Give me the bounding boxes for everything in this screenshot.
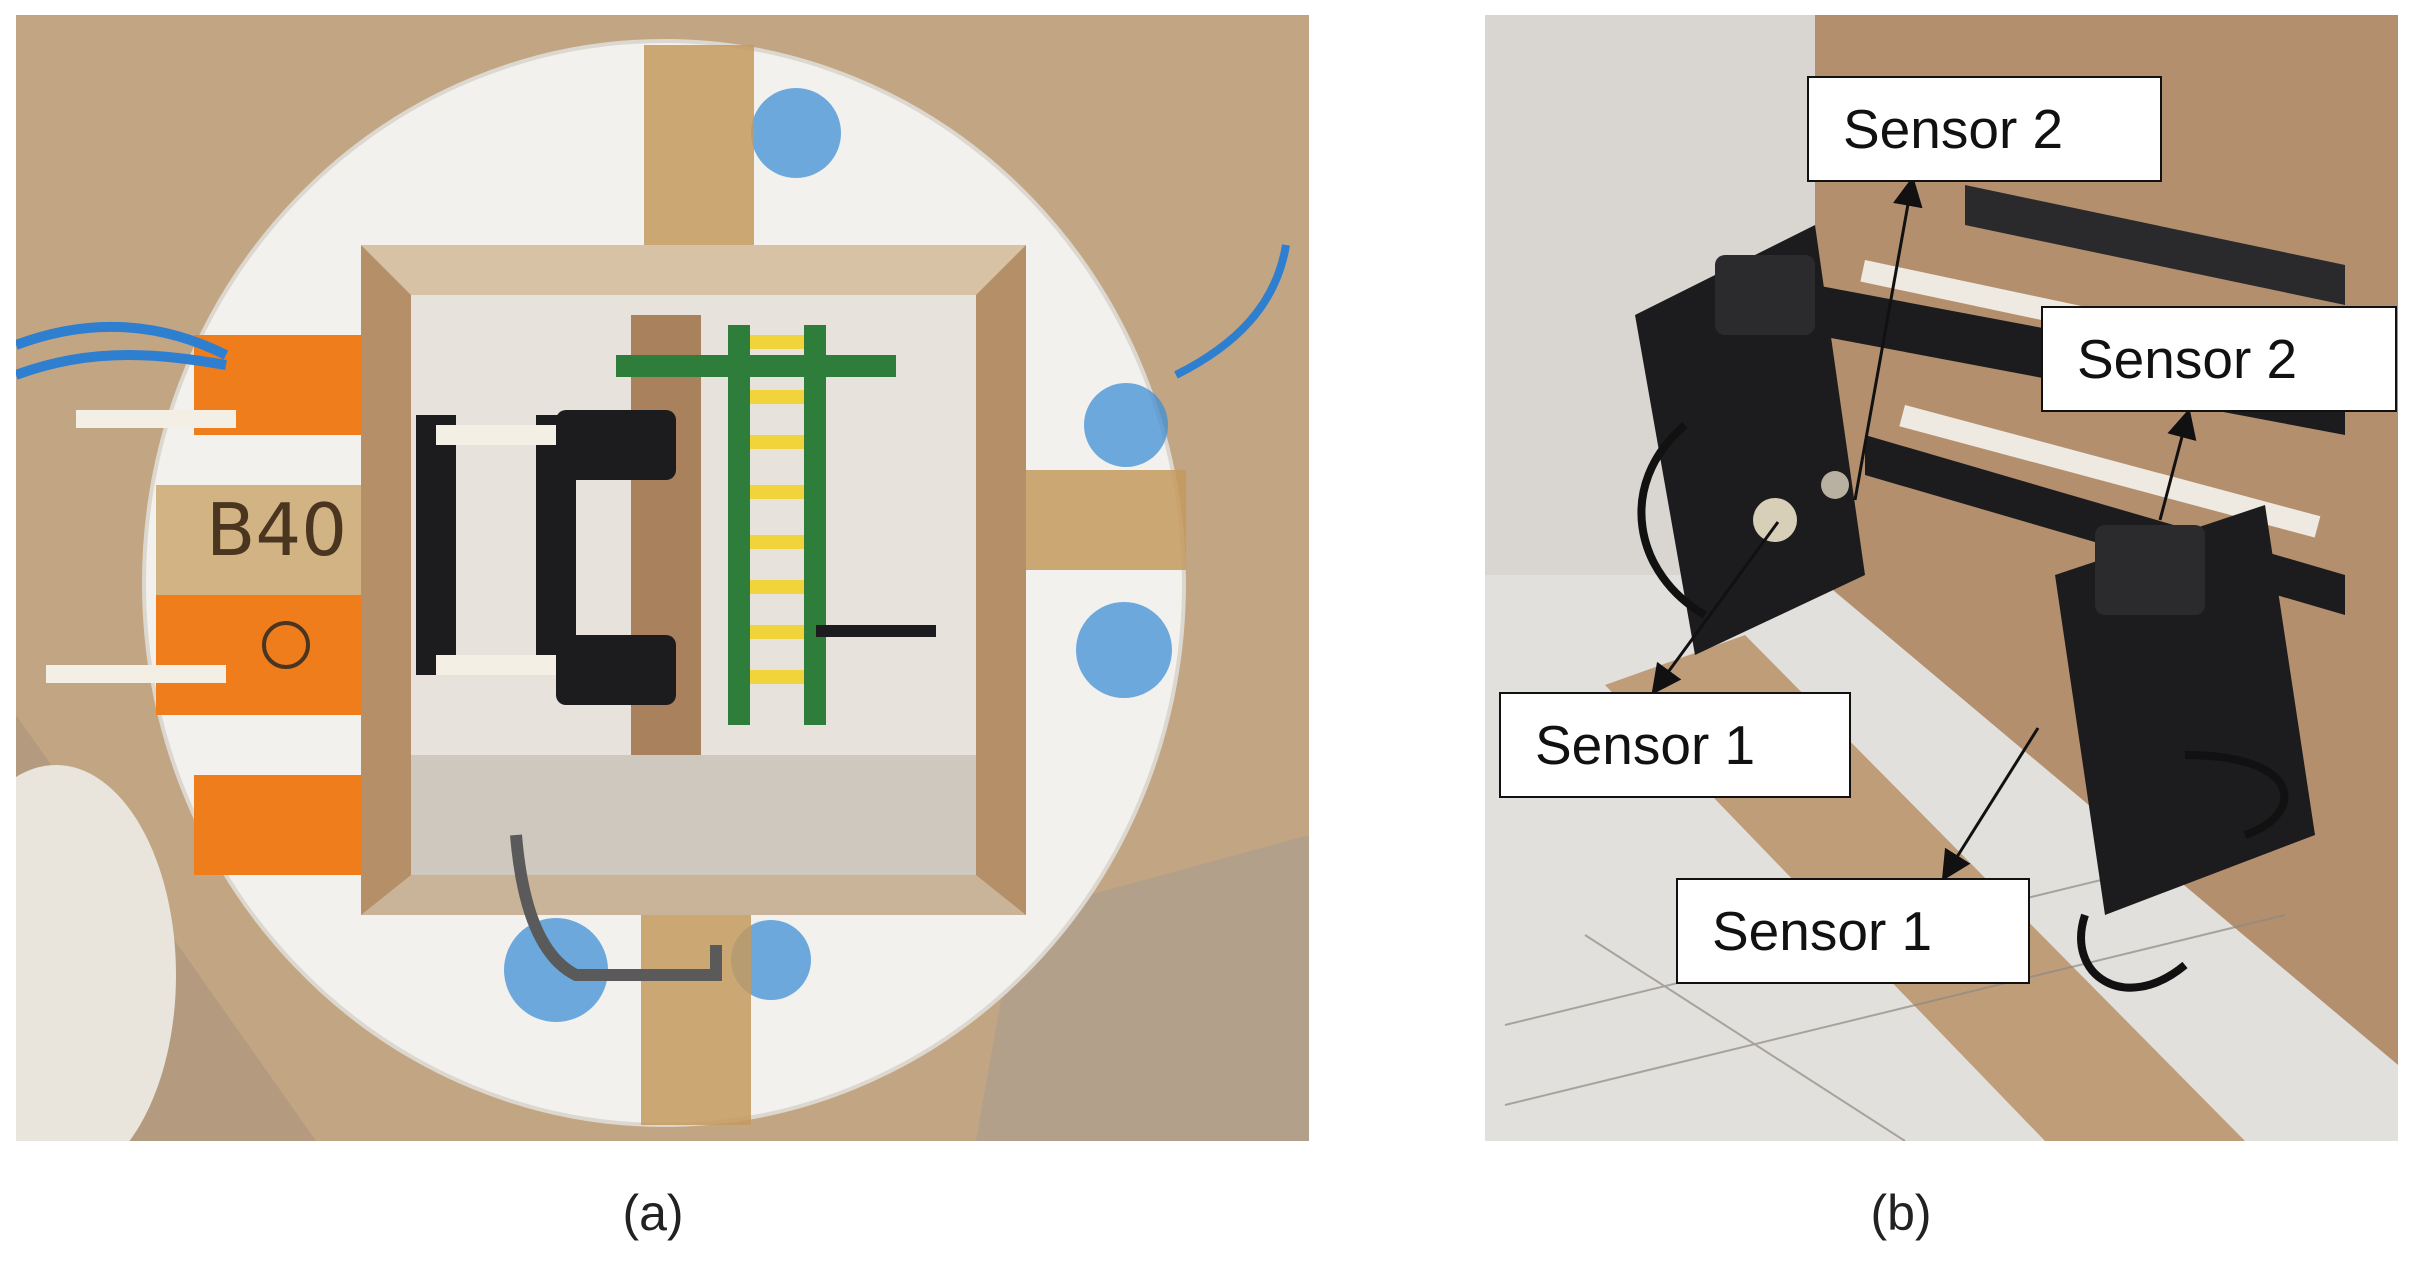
- photo-panel-a: B40: [16, 15, 1309, 1141]
- tape-handwriting: B40: [206, 488, 347, 572]
- sensor-block: [556, 410, 676, 480]
- sensor-frame: [416, 415, 456, 675]
- sensor-2-label: Sensor 2: [1807, 76, 2162, 182]
- sensor-block: [1715, 255, 1815, 335]
- sensor-2-disk: [1821, 471, 1849, 499]
- sensor-1-label: Sensor 1: [1499, 692, 1851, 798]
- side-disc: [16, 765, 176, 1141]
- blue-paint-spot: [1076, 602, 1172, 698]
- sensor-1-label: Sensor 1: [1676, 878, 2030, 984]
- blue-paint-spot: [1084, 383, 1168, 467]
- foam-ring-photo: B40: [16, 15, 1309, 1141]
- sensor-block: [2095, 525, 2205, 615]
- blue-cable: [16, 321, 229, 360]
- blue-paint-spot: [504, 918, 608, 1022]
- metal-rod: [510, 834, 722, 981]
- blue-paint-spot: [751, 88, 841, 178]
- pcb-ladder: [728, 325, 750, 725]
- sensor-1-disk: [1753, 498, 1797, 542]
- panel-a-caption: (a): [622, 1185, 684, 1241]
- sensor-block: [556, 635, 676, 705]
- panel-b-caption: (b): [1870, 1185, 1932, 1241]
- sensor-2-label: Sensor 2: [2041, 306, 2397, 412]
